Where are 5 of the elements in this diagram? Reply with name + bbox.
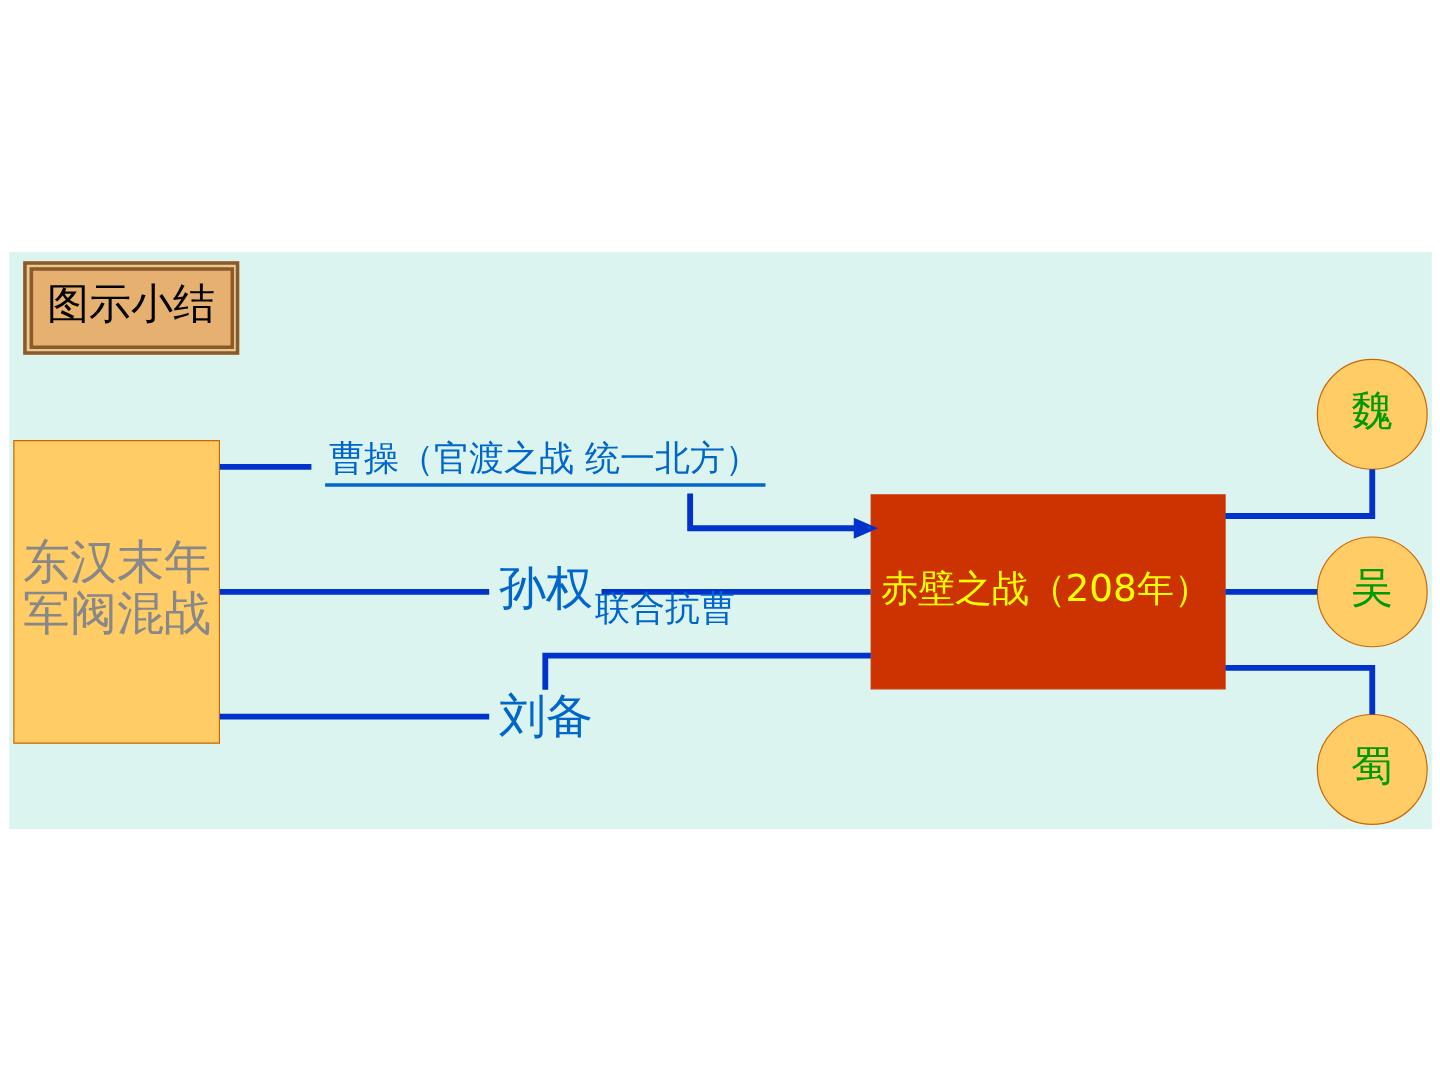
node-text: 曹操（官渡之战 统一北方） [328, 436, 760, 478]
node-text: 孙权 [498, 560, 593, 615]
diagram-title: 图示小结 [46, 278, 215, 328]
node-text: 刘备 [498, 688, 593, 743]
edge-label: 联合抗曹 [594, 586, 735, 628]
